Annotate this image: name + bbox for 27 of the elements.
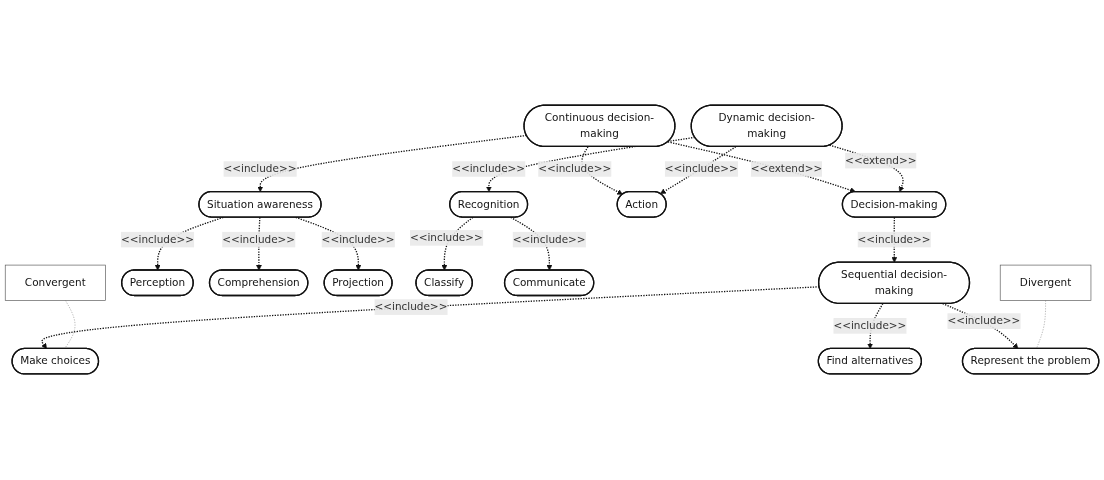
edge-label: <<include>> <box>223 162 297 176</box>
edge-label: <<extend>> <box>845 154 917 167</box>
arrow <box>441 217 474 271</box>
node-box: Divergent <box>999 265 1092 302</box>
arrow <box>510 217 553 271</box>
edge-label: <<include>> <box>409 231 483 245</box>
edge-label: <<include>> <box>120 233 194 246</box>
edge-label: <<include>> <box>512 233 586 246</box>
edge-label: <<include>> <box>833 319 907 333</box>
arrow <box>41 286 820 350</box>
edge-label: <<include>> <box>538 162 612 176</box>
arrow <box>667 141 856 194</box>
arrow <box>257 135 528 193</box>
edge-label: <<include>> <box>664 162 738 176</box>
edge-label: <<include>> <box>452 162 526 176</box>
arrow <box>256 217 262 271</box>
edge-label: <<include>> <box>947 314 1021 328</box>
edge-label: <<include>> <box>321 233 395 246</box>
arrow <box>581 146 623 196</box>
node-box: Convergent <box>4 265 106 302</box>
arrow <box>867 303 884 350</box>
edge-label: <<include>> <box>222 233 296 246</box>
edge-label: <<extend>> <box>750 162 823 176</box>
edge-label: <<include>> <box>374 300 448 314</box>
edge-label: <<include>> <box>857 233 931 246</box>
connector <box>1036 300 1046 350</box>
arrow <box>891 217 898 264</box>
